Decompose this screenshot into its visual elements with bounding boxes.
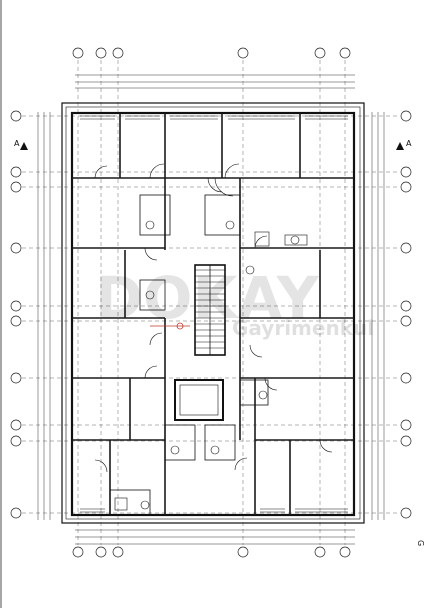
grid-bubble-right: [400, 181, 412, 193]
stair-core: [194, 264, 226, 356]
watermark-brand: DOKAY: [95, 264, 320, 332]
dimension-lines: [37, 74, 385, 545]
grid-bubble-right: [400, 110, 412, 122]
top-grid-axes: [72, 47, 351, 59]
grid-bubble-right: [400, 242, 412, 254]
grid-bubble-right: [400, 166, 412, 178]
grid-bubble-right: [400, 315, 412, 327]
grid-bubble-left: [10, 315, 22, 327]
grid-bubble-left: [10, 372, 22, 384]
grid-bubble-top: [237, 47, 249, 59]
grid-bubble-bottom: [314, 546, 326, 558]
grid-bubble-left: [10, 435, 22, 447]
grid-bubble-right: [400, 507, 412, 519]
grid-bubble-right: [400, 300, 412, 312]
section-marker-left: A: [14, 139, 20, 148]
grid-bubble-bottom: [112, 546, 124, 558]
grid-bubble-left: [10, 242, 22, 254]
grid-bubble-left: [10, 110, 22, 122]
grid-bubble-top: [112, 47, 124, 59]
fixtures: [114, 220, 308, 511]
grid-bubble-left: [10, 166, 22, 178]
grid-bubble-bottom: [95, 546, 107, 558]
grid-bubble-left: [10, 300, 22, 312]
grid-bubble-top: [339, 47, 351, 59]
watermark: DOKAY Gayrimenkul: [95, 264, 374, 340]
grid-bubble-left: [10, 181, 22, 193]
grid-bubble-right: [400, 419, 412, 431]
grid-bubble-bottom: [339, 546, 351, 558]
bottom-grid-axes: [72, 546, 351, 558]
outer-walls: [61, 102, 365, 524]
grid-bubble-left: [10, 507, 22, 519]
bathrooms: [109, 194, 269, 516]
left-grid-axes: [10, 110, 22, 519]
grid-bubble-right: [400, 435, 412, 447]
grid-bubble-bottom: [237, 546, 249, 558]
grid-bubble-top: [314, 47, 326, 59]
grid-bubble-top: [95, 47, 107, 59]
right-grid-axes: [400, 110, 412, 519]
elevator-shaft: [174, 379, 224, 421]
watermark-subtitle: Gayrimenkul: [232, 316, 374, 340]
red-markers: [150, 322, 190, 330]
grid-bubble-right: [400, 372, 412, 384]
grid-bubble-left: [10, 419, 22, 431]
sheet-mark: G: [416, 540, 425, 546]
windows: [80, 115, 348, 513]
section-marker-right: A: [406, 139, 412, 148]
grid-bubble-bottom: [72, 546, 84, 558]
section-markers: A A G: [14, 139, 425, 546]
door-swings: [94, 163, 333, 473]
grid-bubble-top: [72, 47, 84, 59]
